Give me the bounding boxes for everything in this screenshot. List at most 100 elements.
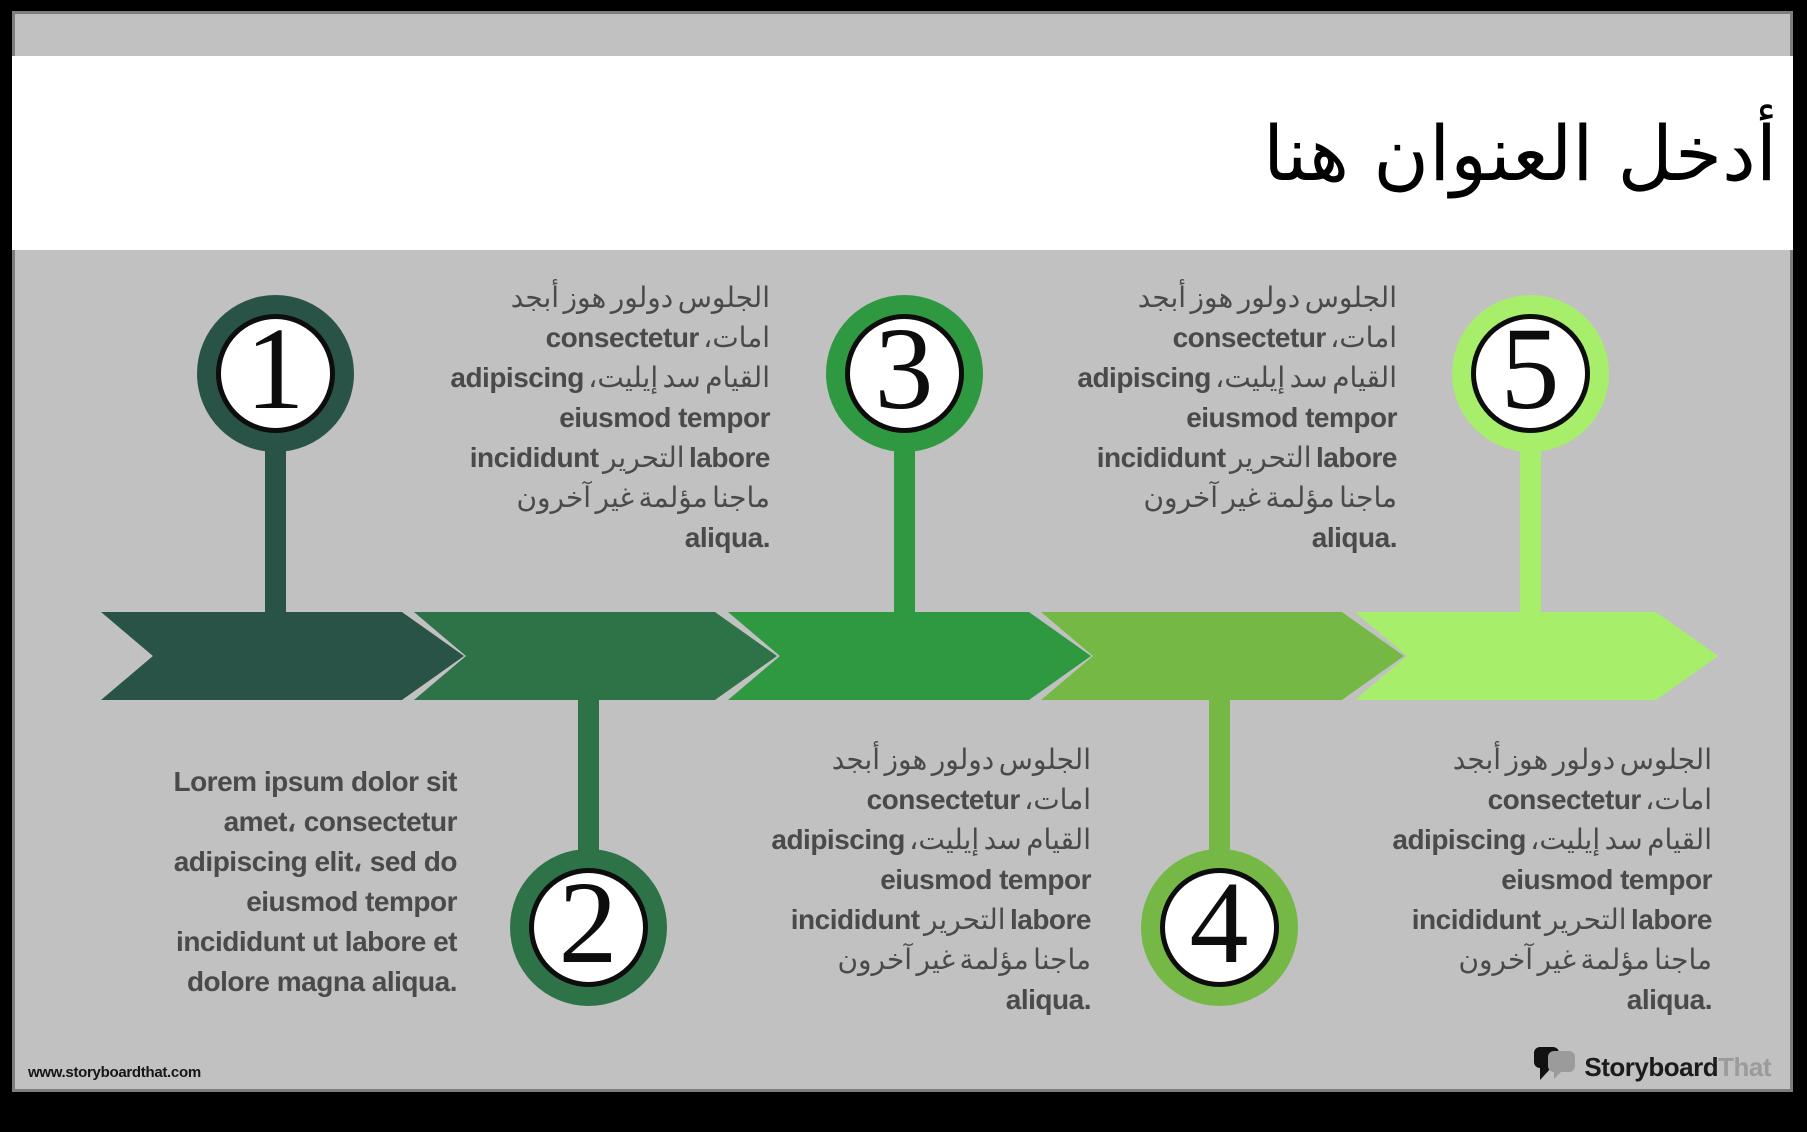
step-circle-3: 3 xyxy=(825,294,983,452)
step-circle-inner: 1 xyxy=(215,310,335,433)
text-line: eiusmod tempor xyxy=(340,398,770,438)
step-circle-5: 5 xyxy=(1451,294,1609,452)
arabic-word: القيام xyxy=(1647,823,1712,856)
footer-url: www.storyboardthat.com xyxy=(28,1064,201,1081)
step-circle-inner: 4 xyxy=(1159,864,1279,987)
arabic-word: غير xyxy=(1222,481,1262,514)
text-line: آخرون غير مؤلمة ماجنا xyxy=(340,478,770,518)
arabic-word: ماجنا xyxy=(1033,943,1091,976)
arabic-word: مؤلمة xyxy=(1580,943,1650,976)
arabic-word: الجلوس xyxy=(677,281,770,314)
step-circle-inner: 2 xyxy=(528,864,648,987)
text-line: آخرون غير مؤلمة ماجنا xyxy=(1282,940,1712,980)
step-circle-1: 1 xyxy=(196,294,354,452)
arabic-word: امات، xyxy=(1024,783,1091,816)
logo-text: StoryboardThat xyxy=(1584,1052,1771,1083)
speech-bubbles-icon xyxy=(1533,1046,1577,1089)
arabic-word: آخرون xyxy=(837,943,913,976)
text-line: Lorem ipsum dolor sit xyxy=(173,766,457,797)
arabic-word: التحرير xyxy=(602,441,685,474)
arabic-word: امات، xyxy=(1330,321,1397,354)
text-line: adipiscing إيليت، سد القيام xyxy=(1282,820,1712,860)
arabic-word: غير xyxy=(1537,943,1577,976)
step-number-2: 2 xyxy=(558,857,618,988)
text-line: consectetur امات، xyxy=(1282,780,1712,820)
arabic-word: إيليت، xyxy=(909,823,980,856)
latin-word: incididunt xyxy=(790,904,920,935)
latin-word: eiusmod tempor xyxy=(1186,402,1397,433)
text-line: آخرون غير مؤلمة ماجنا xyxy=(661,940,1091,980)
timeline-arrow-segment-1 xyxy=(101,612,464,700)
text-line: adipiscing elit، sed do xyxy=(173,846,458,877)
latin-word: incididunt xyxy=(1411,904,1541,935)
latin-word: consectetur xyxy=(866,784,1021,815)
latin-word: labore xyxy=(1630,904,1713,935)
latin-word: adipiscing xyxy=(1392,824,1526,855)
arabic-word: غير xyxy=(595,481,635,514)
text-line: eiusmod tempor xyxy=(246,886,457,917)
text-line: aliqua. xyxy=(967,518,1398,558)
arabic-word: إيليت، xyxy=(588,361,659,394)
step-number-3: 3 xyxy=(874,303,934,434)
step-text-1: Lorem ipsum dolor sit amet، consectetur ad… xyxy=(27,762,457,1002)
arabic-word: أبجد xyxy=(1137,281,1187,314)
text-line: incididunt التحرير labore xyxy=(1282,900,1713,940)
latin-word: aliqua. xyxy=(1005,984,1092,1015)
text-line: consectetur امات، xyxy=(967,318,1397,358)
arabic-word: سد xyxy=(983,823,1022,856)
latin-word: labore xyxy=(688,442,771,473)
arabic-word: مؤلمة xyxy=(959,943,1029,976)
text-line: أبجد هوز دولور الجلوس xyxy=(661,740,1091,780)
arabic-word: القيام xyxy=(1332,361,1397,394)
arabic-word: دولور xyxy=(931,743,995,776)
arabic-word: ماجنا xyxy=(712,481,770,514)
arabic-word: امات، xyxy=(703,321,770,354)
title-band: أدخل العنوان هنا xyxy=(12,56,1793,250)
arabic-word: القيام xyxy=(1026,823,1091,856)
step-circle-2: 2 xyxy=(509,848,667,1006)
text-line: آخرون غير مؤلمة ماجنا xyxy=(967,478,1397,518)
text-line: aliqua. xyxy=(661,980,1092,1020)
latin-word: aliqua. xyxy=(1311,522,1398,553)
step-number-5: 5 xyxy=(1500,303,1560,434)
arabic-word: هوز xyxy=(884,743,928,776)
arabic-word: أبجد xyxy=(510,281,560,314)
arabic-word: غير xyxy=(916,943,956,976)
arabic-word: ماجنا xyxy=(1654,943,1712,976)
arabic-word: التحرير xyxy=(923,903,1006,936)
arabic-word: مؤلمة xyxy=(638,481,708,514)
text-line: consectetur امات، xyxy=(661,780,1091,820)
arabic-word: أبجد xyxy=(831,743,881,776)
text-line: aliqua. xyxy=(340,518,771,558)
arabic-word: آخرون xyxy=(1458,943,1534,976)
latin-word: adipiscing xyxy=(1077,362,1211,393)
step-circle-inner: 5 xyxy=(1470,310,1590,433)
arabic-word: التحرير xyxy=(1544,903,1627,936)
text-line: incididunt التحرير labore xyxy=(967,438,1398,478)
arabic-word: التحرير xyxy=(1229,441,1312,474)
logo-text-storyboard: Storyboard xyxy=(1584,1052,1719,1082)
latin-word: labore xyxy=(1315,442,1398,473)
page-title: أدخل العنوان هنا xyxy=(1262,108,1777,198)
arabic-word: آخرون xyxy=(1143,481,1219,514)
arabic-word: الجلوس xyxy=(1619,743,1712,776)
latin-word: consectetur xyxy=(545,322,700,353)
arabic-word: دولور xyxy=(610,281,674,314)
latin-word: adipiscing xyxy=(450,362,584,393)
arabic-word: هوز xyxy=(563,281,607,314)
step-circle-inner: 3 xyxy=(844,310,964,433)
timeline-arrow-segment-2 xyxy=(414,612,777,700)
latin-word: incididunt xyxy=(1096,442,1226,473)
arabic-word: ماجنا xyxy=(1339,481,1397,514)
text-line: adipiscing إيليت، سد القيام xyxy=(661,820,1091,860)
arabic-word: الجلوس xyxy=(1304,281,1397,314)
text-line: أبجد هوز دولور الجلوس xyxy=(1282,740,1712,780)
text-line: adipiscing إيليت، سد القيام xyxy=(967,358,1397,398)
text-line: eiusmod tempor xyxy=(1282,860,1712,900)
text-line: aliqua. xyxy=(1282,980,1713,1020)
latin-word: labore xyxy=(1009,904,1092,935)
arabic-word: سد xyxy=(662,361,701,394)
text-line: amet، consectetur xyxy=(223,806,458,837)
